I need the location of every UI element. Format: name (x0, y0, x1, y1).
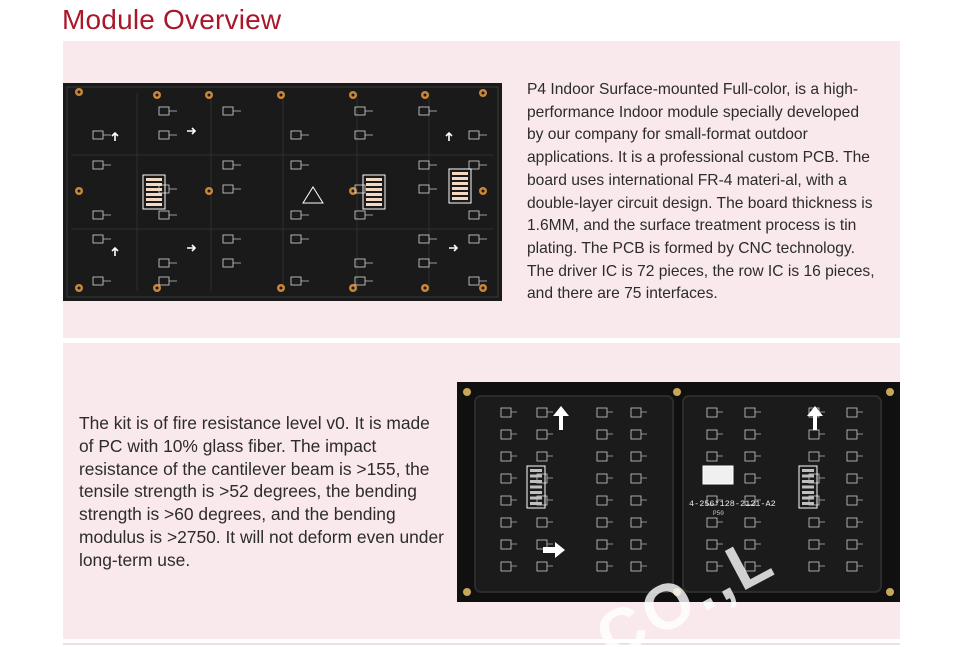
bottom-divider (63, 643, 900, 645)
pcb-board-image (63, 83, 502, 301)
kit-casing-image: 4-256*128-2121-A2 P50 (457, 382, 900, 602)
kit-pcb-sub-marking: P50 (713, 510, 724, 517)
kit-pcb-marking: 4-256*128-2121-A2 (689, 499, 776, 509)
kit-description: The kit is of fire resistance level v0. … (79, 413, 444, 570)
pcb-description: P4 Indoor Surface-mounted Full-color, is… (527, 81, 875, 303)
page-title: Module Overview (62, 4, 282, 35)
